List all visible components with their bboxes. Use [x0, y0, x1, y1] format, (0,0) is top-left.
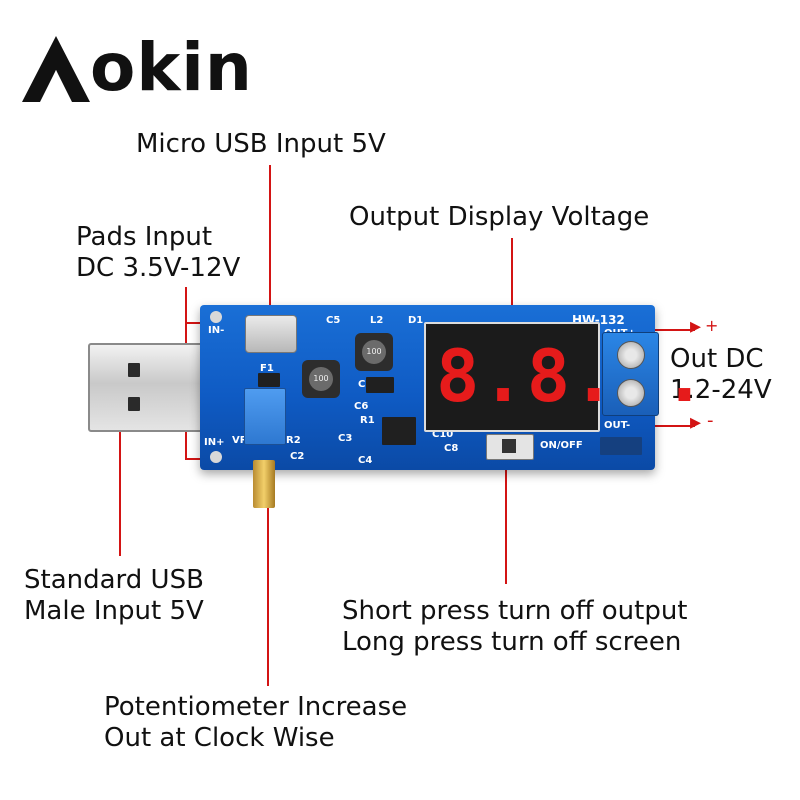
c10-silk: C10 — [432, 429, 454, 440]
header-pins — [600, 437, 642, 455]
fuse-chip — [258, 373, 280, 387]
switch-callout-line — [505, 452, 507, 584]
press-label-line2: Long press turn off screen — [342, 627, 682, 657]
f1-silk: F1 — [260, 363, 274, 374]
output-terminal — [602, 332, 659, 416]
diode-chip — [366, 377, 394, 393]
inductor-l2: 100 — [355, 333, 393, 371]
potentiometer-callout-line — [267, 500, 269, 686]
c4-silk: C4 — [358, 455, 373, 466]
on-off-silk: ON/OFF — [540, 440, 583, 451]
in-plus-pad — [210, 451, 222, 463]
aokin-logo: okin — [20, 28, 260, 108]
potentiometer-shaft — [253, 460, 275, 508]
out-plus-sign: + — [705, 316, 719, 335]
c6-silk: C6 — [354, 401, 369, 412]
potentiometer-label-line1: Potentiometer Increase — [104, 692, 408, 722]
inductor-main: 100 — [302, 360, 340, 398]
pads-input-label-line2: DC 3.5V-12V — [76, 253, 241, 283]
out-dc-label-line2: 1.2-24V — [670, 375, 772, 405]
display-digits: 8.8.8. — [436, 334, 709, 418]
r2-silk: R2 — [286, 435, 301, 446]
out-plus-callout-line — [640, 329, 695, 331]
c7-silk: C7 — [358, 379, 372, 390]
inductor-main-value: 100 — [309, 367, 333, 391]
r1-silk: R1 — [360, 415, 375, 426]
in-plus-silk: IN+ — [204, 437, 225, 448]
d1-silk: D1 — [408, 315, 424, 326]
voltage-display: 8.8.8. — [424, 322, 706, 432]
pads-input-label-line1: Pads Input — [76, 222, 213, 252]
potentiometer — [244, 388, 286, 445]
out-minus-silk: OUT- — [604, 420, 631, 431]
potentiometer-label-line2: Out at Clock Wise — [104, 723, 335, 753]
standard-usb-label-line1: Standard USB — [24, 565, 204, 595]
pads-callout-tick-top — [185, 322, 213, 324]
micro-usb-callout-line — [269, 165, 271, 320]
c8-silk: C8 — [444, 443, 459, 454]
c3-silk: C3 — [338, 433, 353, 444]
out-plus-arrow-icon: ▸ — [690, 314, 702, 339]
screw-bottom-icon — [617, 379, 645, 407]
out-minus-sign: - — [707, 410, 714, 431]
usb-callout-line — [119, 390, 121, 556]
c2-silk: C2 — [290, 451, 305, 462]
screw-top-icon — [617, 341, 645, 369]
switch-knob — [502, 439, 516, 453]
usb-hole-top — [128, 363, 140, 377]
pads-callout-tick-bottom — [185, 458, 213, 460]
display-voltage-label: Output Display Voltage — [349, 202, 650, 232]
brand-name: okin — [90, 29, 253, 106]
on-off-switch — [486, 434, 534, 460]
l2-silk: L2 — [370, 315, 384, 326]
vr-silk: VR — [232, 435, 248, 446]
regulator-chip — [382, 417, 416, 445]
c5-silk: C5 — [326, 315, 341, 326]
press-label-line1: Short press turn off output — [342, 596, 688, 626]
inductor-l2-value: 100 — [362, 340, 386, 364]
usb-hole-bottom — [128, 397, 140, 411]
micro-usb-port — [245, 315, 297, 353]
standard-usb-label-line2: Male Input 5V — [24, 596, 204, 626]
out-minus-arrow-icon: ▸ — [690, 410, 702, 435]
micro-usb-label: Micro USB Input 5V — [136, 129, 386, 159]
aokin-a-mark-icon — [22, 36, 90, 102]
out-dc-label-line1: Out DC — [670, 344, 764, 374]
in-minus-silk: IN- — [208, 325, 225, 336]
out-minus-callout-line — [640, 425, 695, 427]
in-minus-pad — [210, 311, 222, 323]
